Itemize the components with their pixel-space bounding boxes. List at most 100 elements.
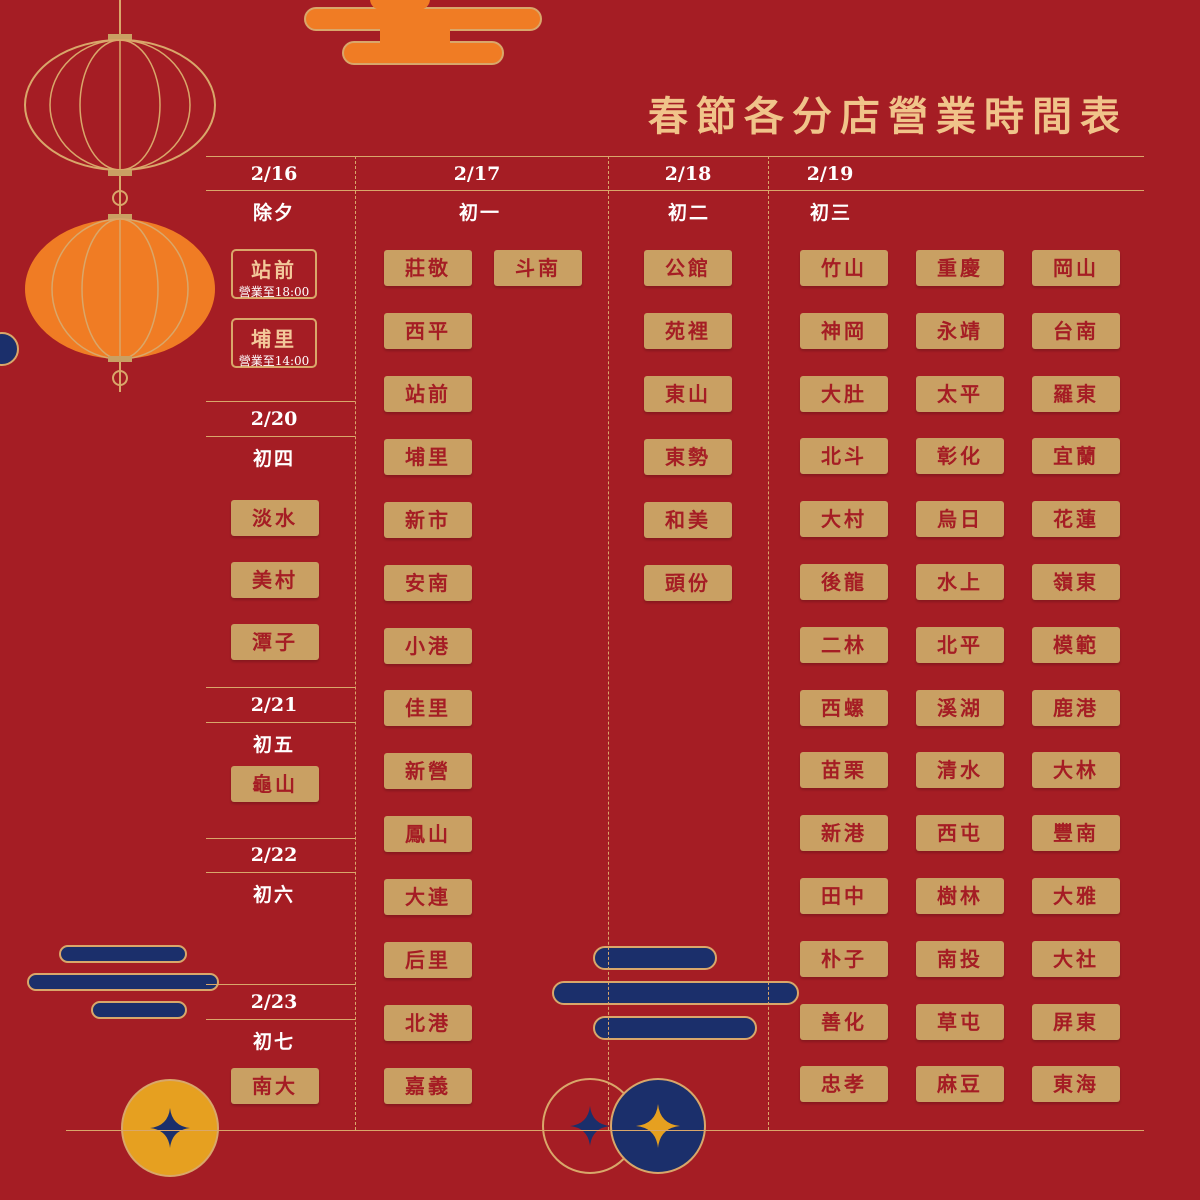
- section-date: 2/22: [250, 844, 298, 866]
- section-line: [206, 838, 355, 839]
- coin-icon: [610, 1078, 706, 1174]
- store-chip: 後龍: [800, 564, 888, 600]
- store-chip: 西平: [384, 313, 472, 349]
- column-divider: [768, 156, 769, 1130]
- store-eve-chip: 埔里 營業至14:00: [231, 318, 317, 368]
- store-chip: 北平: [916, 627, 1004, 663]
- store-chip: 斗南: [494, 250, 582, 286]
- footer-line: [66, 1130, 1144, 1131]
- store-chip: 竹山: [800, 250, 888, 286]
- store-chip: 美村: [231, 562, 319, 598]
- store-chip: 朴子: [800, 941, 888, 977]
- store-chip: 嘉義: [384, 1068, 472, 1104]
- store-chip: 田中: [800, 878, 888, 914]
- store-chip: 北港: [384, 1005, 472, 1041]
- header-top-line: [206, 156, 1144, 157]
- store-chip: 新市: [384, 502, 472, 538]
- store-chip: 大林: [1032, 752, 1120, 788]
- coin-icon: [121, 1079, 219, 1177]
- store-chip: 屏東: [1032, 1004, 1120, 1040]
- store-chip: 嶺東: [1032, 564, 1120, 600]
- section-date: 2/21: [250, 694, 298, 716]
- navy-dot-icon: [0, 332, 19, 366]
- store-chip: 溪湖: [916, 690, 1004, 726]
- store-chip: 清水: [916, 752, 1004, 788]
- store-chip: 和美: [644, 502, 732, 538]
- orange-lantern-icon: [25, 214, 215, 392]
- store-chip: 西螺: [800, 690, 888, 726]
- store-chip: 善化: [800, 1004, 888, 1040]
- section-line: [206, 687, 355, 688]
- page-title: 春節各分店營業時間表: [648, 93, 1128, 140]
- store-chip: 龜山: [231, 766, 319, 802]
- section-line: [206, 872, 355, 873]
- store-chip: 花蓮: [1032, 501, 1120, 537]
- column-date: 2/17: [453, 163, 501, 185]
- store-chip: 頭份: [644, 565, 732, 601]
- sparkle-icon: [570, 1106, 610, 1146]
- store-chip: 二林: [800, 627, 888, 663]
- column-date: 2/19: [806, 163, 854, 185]
- sparkle-icon: [150, 1108, 190, 1148]
- store-chip: 埔里: [384, 439, 472, 475]
- store-chip: 東勢: [644, 439, 732, 475]
- store-chip: 南大: [231, 1068, 319, 1104]
- store-hours: 營業至14:00: [238, 354, 310, 368]
- red-lantern-icon: [24, 0, 216, 216]
- store-chip: 麻豆: [916, 1066, 1004, 1102]
- store-chip: 羅東: [1032, 376, 1120, 412]
- section-line: [206, 401, 355, 402]
- store-chip: 站前: [384, 376, 472, 412]
- section-day: 初六: [252, 884, 295, 906]
- store-chip: 大村: [800, 501, 888, 537]
- store-chip: 南投: [916, 941, 1004, 977]
- cloud-icon: [304, 0, 542, 65]
- section-line: [206, 1019, 355, 1020]
- store-chip: 后里: [384, 942, 472, 978]
- store-eve-chip: 站前 營業至18:00: [231, 249, 317, 299]
- store-chip: 大連: [384, 879, 472, 915]
- store-chip: 東海: [1032, 1066, 1120, 1102]
- section-date: 2/23: [250, 991, 298, 1013]
- store-chip: 苗栗: [800, 752, 888, 788]
- store-chip: 重慶: [916, 250, 1004, 286]
- store-chip: 樹林: [916, 878, 1004, 914]
- store-chip: 新港: [800, 815, 888, 851]
- store-chip: 宜蘭: [1032, 438, 1120, 474]
- store-chip: 大雅: [1032, 878, 1120, 914]
- store-chip: 台南: [1032, 313, 1120, 349]
- store-chip: 彰化: [916, 438, 1004, 474]
- store-chip: 東山: [644, 376, 732, 412]
- store-chip: 烏日: [916, 501, 1004, 537]
- store-chip: 西屯: [916, 815, 1004, 851]
- header-mid-line: [206, 190, 1144, 191]
- store-hours: 營業至18:00: [238, 285, 310, 299]
- store-chip: 永靖: [916, 313, 1004, 349]
- store-chip: 淡水: [231, 500, 319, 536]
- store-name: 埔里: [251, 327, 297, 351]
- section-day: 初五: [252, 734, 295, 756]
- store-chip: 大社: [1032, 941, 1120, 977]
- store-chip: 水上: [916, 564, 1004, 600]
- coin-icon: [542, 1078, 638, 1174]
- store-chip: 忠孝: [800, 1066, 888, 1102]
- store-chip: 苑裡: [644, 313, 732, 349]
- store-chip: 岡山: [1032, 250, 1120, 286]
- store-chip: 鹿港: [1032, 690, 1120, 726]
- sparkle-icon: [636, 1104, 680, 1148]
- column-day: 初二: [667, 202, 710, 224]
- store-chip: 神岡: [800, 313, 888, 349]
- store-chip: 大肚: [800, 376, 888, 412]
- store-chip: 公館: [644, 250, 732, 286]
- cloud-icon: [552, 946, 799, 1040]
- column-day: 初三: [809, 202, 852, 224]
- section-day: 初四: [252, 448, 295, 470]
- column-day: 初一: [458, 202, 501, 224]
- column-divider: [608, 156, 609, 1130]
- section-line: [206, 984, 355, 985]
- store-chip: 佳里: [384, 690, 472, 726]
- store-name: 站前: [251, 258, 297, 282]
- store-chip: 莊敬: [384, 250, 472, 286]
- store-chip: 潭子: [231, 624, 319, 660]
